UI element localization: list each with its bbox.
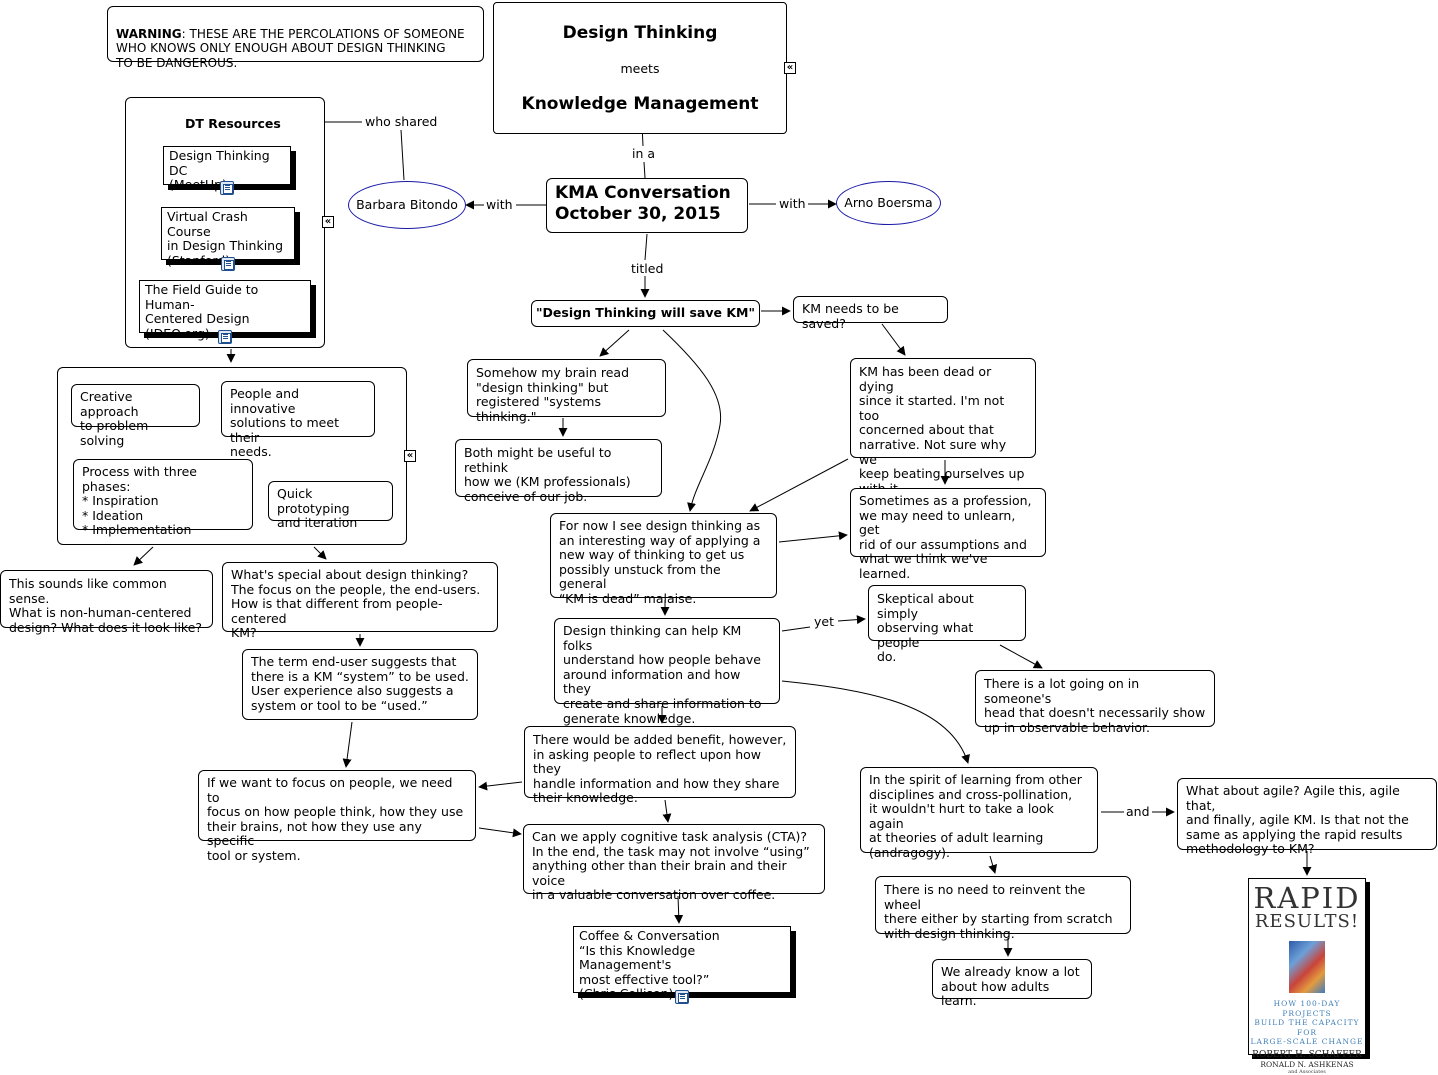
book-subtitle: HOW 100-DAY PROJECTS BUILD THE CAPACITY … bbox=[1250, 999, 1364, 1046]
already-know-note[interactable]: We already know a lot about how adults l… bbox=[932, 959, 1092, 1008]
design-thinking-save-km[interactable]: "Design Thinking will save KM" bbox=[531, 300, 760, 327]
warning-label: WARNING bbox=[116, 26, 182, 41]
book-author-1: ROBERT H. SCHAFFER bbox=[1252, 1049, 1362, 1060]
person-arno[interactable]: Arno Boersma bbox=[836, 181, 941, 225]
rapid-results-book-cover[interactable]: RAPID RESULTS! HOW 100-DAY PROJECTS BUIL… bbox=[1248, 878, 1366, 1075]
lot-going-on-note[interactable]: There is a lot going on in someone's hea… bbox=[975, 670, 1215, 735]
link-label-who-shared: who shared bbox=[363, 114, 440, 129]
end-user-note[interactable]: The term end-user suggests that there is… bbox=[242, 649, 478, 720]
feature-item[interactable]: Process with three phases: * Inspiration… bbox=[73, 459, 253, 537]
link-label-and: and bbox=[1124, 804, 1152, 819]
link-label-titled: titled bbox=[629, 261, 666, 276]
main-topic-line1: Design Thinking bbox=[562, 23, 718, 43]
common-sense-note[interactable]: This sounds like common sense. What is n… bbox=[0, 570, 213, 635]
conversation-node[interactable]: KMA Conversation October 30, 2015 bbox=[546, 178, 748, 233]
main-topic-line2: Knowledge Management bbox=[521, 94, 759, 114]
brain-read-note[interactable]: Somehow my brain read "design thinking" … bbox=[467, 359, 666, 424]
link-label-with: with bbox=[484, 197, 515, 212]
resource-document-icon[interactable] bbox=[220, 181, 234, 195]
link-label-in-a: in a bbox=[630, 146, 658, 161]
cta-note[interactable]: Can we apply cognitive task analysis (CT… bbox=[523, 824, 825, 902]
km-dead-note[interactable]: KM has been dead or dying since it start… bbox=[850, 358, 1036, 496]
for-now-note[interactable]: For now I see design thinking as an inte… bbox=[550, 513, 777, 606]
dt-resources-title: DT Resources bbox=[185, 116, 281, 131]
book-author-3: and Associates bbox=[1288, 1068, 1326, 1075]
collapse-icon[interactable]: « bbox=[404, 450, 416, 462]
resource-item[interactable]: The Field Guide to Human- Centered Desig… bbox=[139, 280, 311, 341]
no-reinvent-note[interactable]: There is no need to reinvent the wheel t… bbox=[875, 876, 1131, 941]
resource-document-icon[interactable] bbox=[675, 990, 689, 1004]
whats-special-note[interactable]: What's special about design thinking? Th… bbox=[222, 562, 498, 640]
link-label-yet: yet bbox=[812, 614, 836, 629]
resource-document-icon[interactable] bbox=[221, 257, 235, 271]
added-benefit-note[interactable]: There would be added benefit, however, i… bbox=[524, 726, 796, 805]
resource-item[interactable]: Design Thinking DC (MeetUp) bbox=[163, 146, 291, 192]
adult-learning-note[interactable]: In the spirit of learning from other dis… bbox=[860, 767, 1098, 860]
collapse-icon[interactable]: « bbox=[322, 216, 334, 228]
book-cover-art bbox=[1289, 941, 1325, 993]
feature-item[interactable]: Creative approach to problem solving bbox=[71, 384, 200, 448]
book-title-line1: RAPID bbox=[1253, 881, 1361, 915]
resource-document-icon[interactable] bbox=[218, 330, 232, 344]
both-useful-note[interactable]: Both might be useful to rethink how we (… bbox=[455, 439, 662, 504]
dt-can-help-note[interactable]: Design thinking can help KM folks unders… bbox=[554, 618, 780, 725]
unlearn-note[interactable]: Sometimes as a profession, we may need t… bbox=[850, 488, 1046, 581]
feature-item[interactable]: People and innovative solutions to meet … bbox=[221, 381, 375, 459]
feature-item[interactable]: Quick prototyping and iteration bbox=[268, 481, 393, 530]
book-author-2: RONALD N. ASHKENAS bbox=[1260, 1059, 1354, 1069]
person-barbara[interactable]: Barbara Bitondo bbox=[348, 181, 466, 229]
meets-label: meets bbox=[620, 61, 660, 76]
person-name: Arno Boersma bbox=[844, 194, 933, 210]
collapse-icon[interactable]: « bbox=[784, 62, 796, 74]
warning-note: WARNING: THESE ARE THE PERCOLATIONS OF S… bbox=[107, 6, 484, 70]
main-topic[interactable]: Design Thinking meets Knowledge Manageme… bbox=[493, 2, 787, 134]
coffee-resource[interactable]: Coffee & Conversation “Is this Knowledge… bbox=[573, 926, 791, 1001]
agile-note[interactable]: What about agile? Agile this, agile that… bbox=[1177, 778, 1437, 856]
skeptical-note[interactable]: Skeptical about simply observing what pe… bbox=[868, 585, 1026, 664]
book-title-line2: RESULTS! bbox=[1254, 911, 1360, 932]
focus-people-note[interactable]: If we want to focus on people, we need t… bbox=[198, 770, 476, 863]
warning-text: : THESE ARE THE PERCOLATIONS OF SOMEONE … bbox=[116, 26, 465, 70]
resource-item[interactable]: Virtual Crash Course in Design Thinking … bbox=[161, 207, 295, 268]
person-name: Barbara Bitondo bbox=[356, 196, 458, 212]
km-saved-question[interactable]: KM needs to be saved? bbox=[793, 296, 948, 330]
link-label-with: with bbox=[777, 196, 808, 211]
